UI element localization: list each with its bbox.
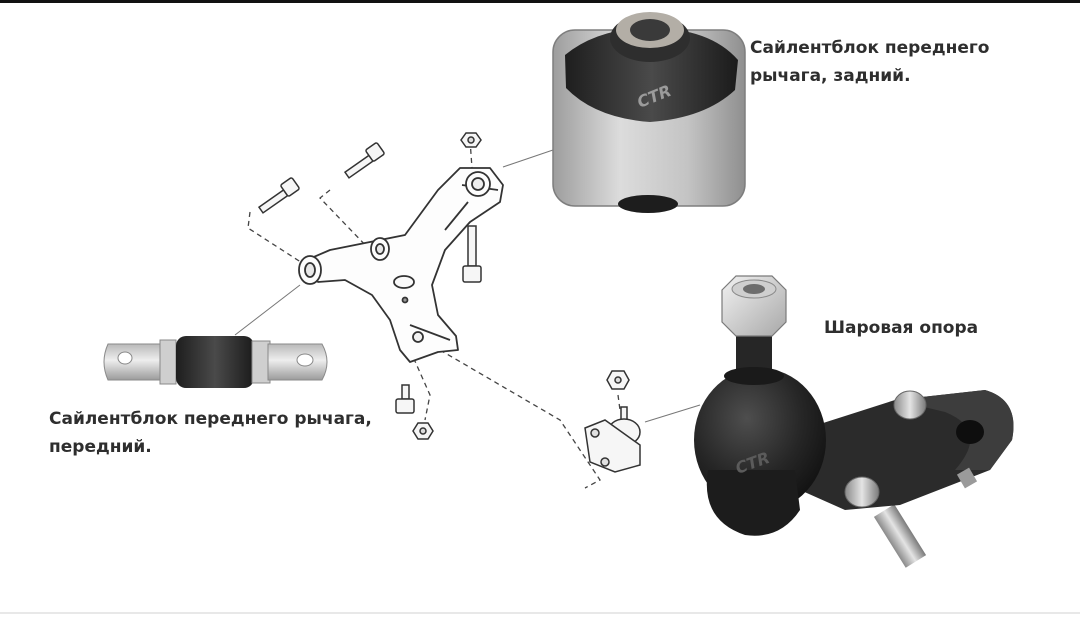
- balljoint-small-drawing: [584, 406, 641, 473]
- dashed-line-bottom-left: [409, 349, 431, 421]
- label-front-bushing: Сайлентблок переднего рычага, передний.: [49, 409, 372, 457]
- dashed-line-bolt-right: [319, 189, 373, 253]
- ball-joint-image: CTR: [694, 275, 1014, 568]
- bolt-vertical: [462, 225, 482, 283]
- bolt-left: [257, 177, 300, 214]
- dashed-line-nut-right: [617, 394, 621, 411]
- leader-line-ball: [644, 404, 701, 423]
- dashed-line-bolt-left: [247, 211, 311, 269]
- front-bushing-image: [103, 336, 328, 388]
- leader-line-rear: [502, 149, 554, 168]
- label-ball-joint: Шаровая опора: [824, 318, 979, 338]
- leader-lines: [234, 149, 701, 423]
- nut-lower: [412, 422, 434, 440]
- bolt-lower: [395, 384, 415, 414]
- dashed-line-balljoint: [439, 349, 601, 489]
- leader-line-front: [234, 284, 301, 336]
- top-border: [0, 0, 1080, 3]
- bolt-upper: [343, 142, 385, 179]
- rear-bushing-image: CTR: [552, 12, 746, 213]
- label-rear-bushing: Сайлентблок переднего рычага, задний.: [750, 38, 990, 86]
- bottom-border: [0, 612, 1080, 614]
- control-arm: [298, 167, 504, 363]
- nut-top: [460, 132, 482, 148]
- nut-balljoint-small: [606, 370, 630, 390]
